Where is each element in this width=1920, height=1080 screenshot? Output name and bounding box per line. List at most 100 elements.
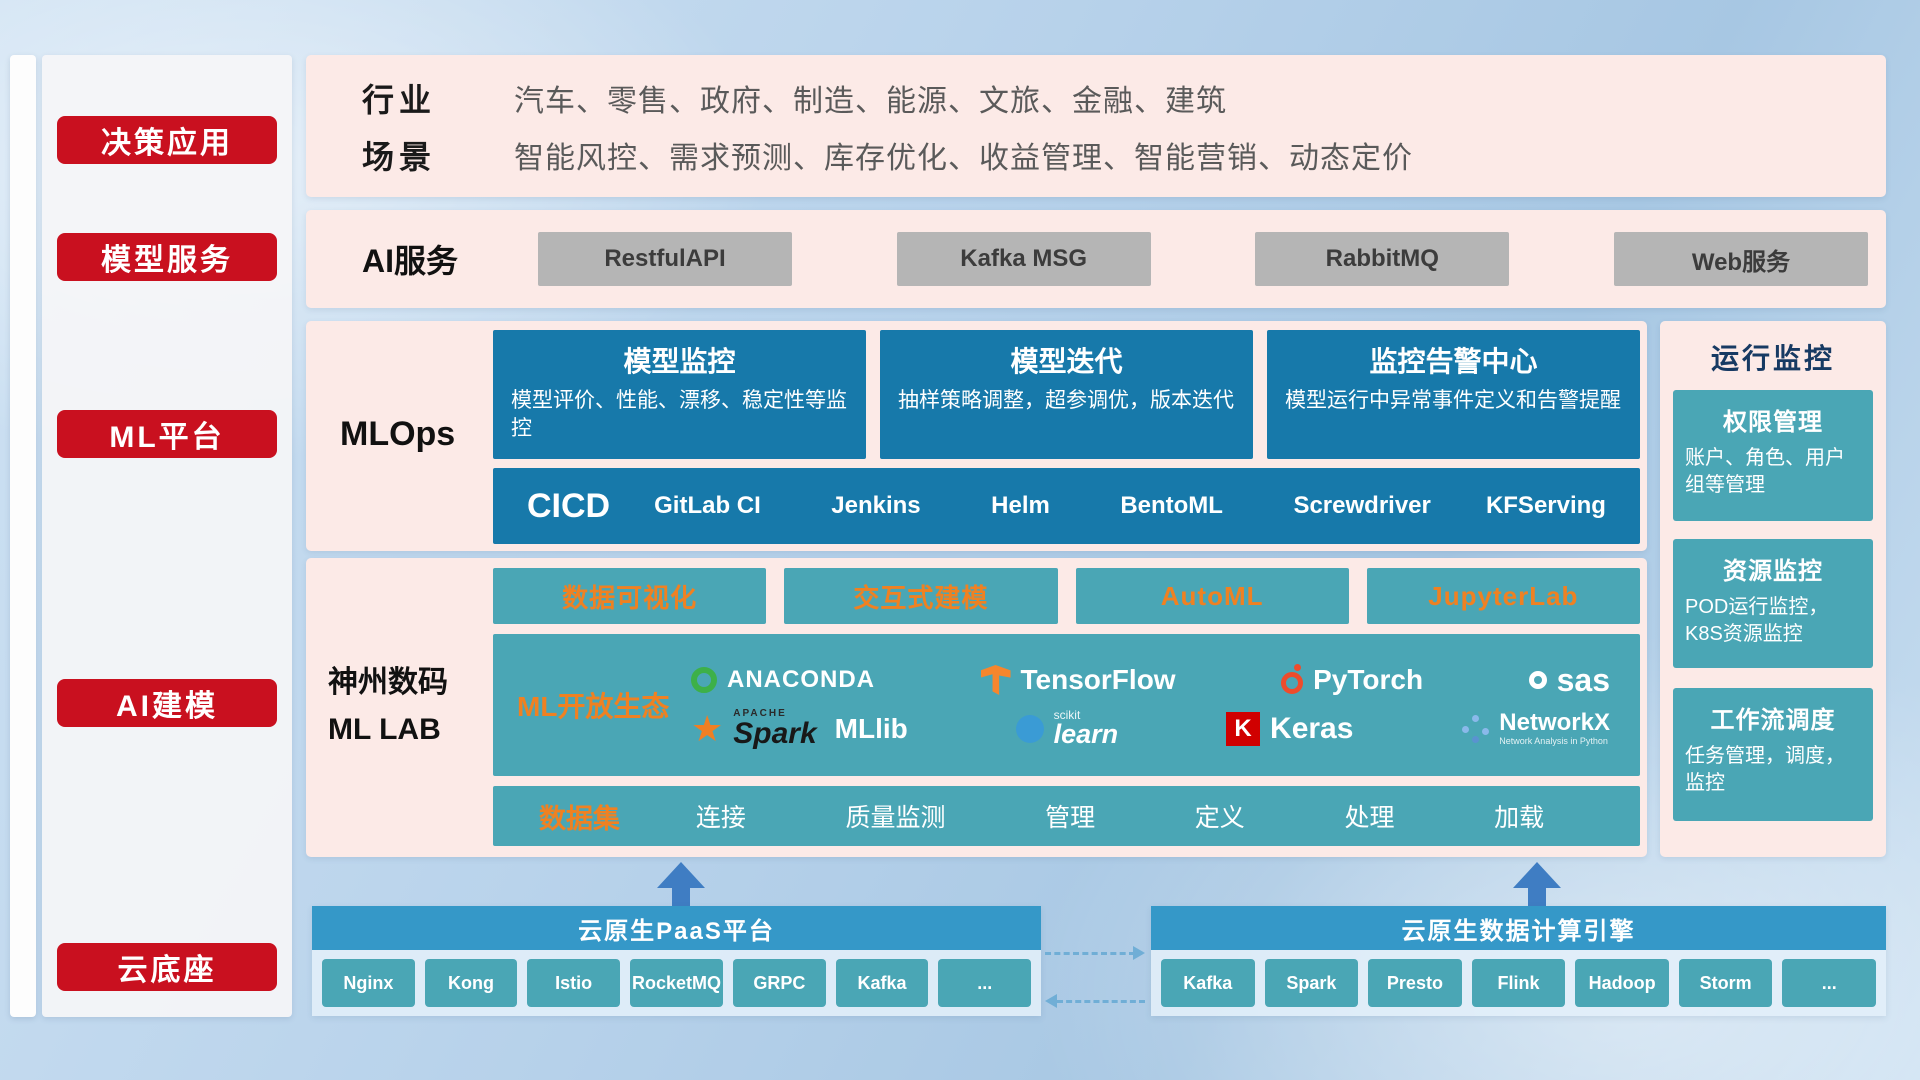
ecosystem-logos: ANACONDA TensorFlow PyTorch sas <box>685 662 1616 749</box>
ai-service-rabbitmq: RabbitMQ <box>1255 232 1510 286</box>
cicd-screwdriver: Screwdriver <box>1293 491 1431 519</box>
mlops-card-model-iteration: 模型迭代 抽样策略调整，超参调优，版本迭代 <box>880 330 1253 459</box>
mllab-label: 神州数码 ML LAB <box>328 660 448 753</box>
card-title: 工作流调度 <box>1710 707 1836 734</box>
scikit-learn-icon <box>1015 714 1044 743</box>
keras-text: Keras <box>1270 711 1354 745</box>
monitor-card-permission: 权限管理 账户、角色、用户组等管理 <box>1673 390 1873 521</box>
mllab-label-line1: 神州数码 <box>328 666 448 699</box>
card-title: 监控告警中心 <box>1369 346 1538 377</box>
dataset-load: 加载 <box>1494 804 1545 832</box>
paas-kafka: Kafka <box>835 959 929 1007</box>
sas-icon <box>1528 671 1547 689</box>
logo-row-bottom: ★ APACHE Spark MLlib scikit learn <box>685 707 1616 750</box>
dashed-arrow-left-line <box>1057 1000 1145 1003</box>
sidebar-item-ai-modeling: AI建模 <box>57 679 277 727</box>
sidebar-item-ml-platform: ML平台 <box>57 410 277 458</box>
up-arrow-left-stem <box>672 886 690 906</box>
scikit-top-text: scikit <box>1053 708 1081 722</box>
cicd-kfserving: KFServing <box>1485 491 1606 519</box>
industry-label: 行业 <box>362 81 437 118</box>
networkx-subtitle: Network Analysis in Python <box>1499 735 1608 746</box>
cicd-bar: CICD GitLab CI Jenkins Helm BentoML Scre… <box>493 468 1640 544</box>
spark-text: Spark <box>733 716 817 750</box>
sas-logo: sas <box>1528 661 1610 699</box>
networkx-text: NetworkX <box>1499 709 1610 737</box>
monitor-card-workflow: 工作流调度 任务管理，调度，监控 <box>1673 688 1873 821</box>
dataset-quality: 质量监测 <box>845 804 946 832</box>
scikit-learn-logo: scikit learn <box>1015 708 1119 749</box>
paas-rocketmq: RocketMQ <box>630 959 724 1007</box>
dataset-bar: 数据集 连接 质量监测 管理 定义 处理 加载 <box>493 786 1640 846</box>
sidebar-item-cloud-base: 云底座 <box>57 943 277 991</box>
sas-text: sas <box>1556 661 1610 698</box>
dataset-define: 定义 <box>1194 804 1245 832</box>
networkx-icon <box>1461 714 1489 744</box>
scene-row: 场景 智能风控、需求预测、库存优化、收益管理、智能营销、动态定价 <box>362 132 1856 178</box>
mlops-panel: MLOps 模型监控 模型评价、性能、漂移、稳定性等监控 模型迭代 抽样策略调整… <box>306 321 1647 551</box>
dataset-connect: 连接 <box>695 804 746 832</box>
pytorch-icon <box>1281 664 1304 694</box>
mllab-label-line2: ML LAB <box>328 712 441 746</box>
engine-storm: Storm <box>1678 959 1773 1007</box>
data-engine-title: 云原生数据计算引擎 <box>1151 906 1886 950</box>
left-edge-strip <box>10 55 36 1017</box>
mlops-card-model-monitoring: 模型监控 模型评价、性能、漂移、稳定性等监控 <box>493 330 866 459</box>
dashed-arrow-right-line <box>1045 952 1135 955</box>
tensorflow-logo: TensorFlow <box>980 664 1176 696</box>
spark-mllib-logo: ★ APACHE Spark MLlib <box>691 707 908 750</box>
up-arrow-right <box>1513 862 1561 888</box>
pytorch-text: PyTorch <box>1313 664 1424 695</box>
cicd-label: CICD <box>527 486 611 525</box>
sidebar-item-model-service: 模型服务 <box>57 233 277 281</box>
paas-platform-section: 云原生PaaS平台 Nginx Kong Istio RocketMQ GRPC… <box>312 906 1041 1016</box>
industry-scene-panel: 行业 汽车、零售、政府、制造、能源、文旅、金融、建筑 场景 智能风控、需求预测、… <box>306 55 1886 197</box>
eco-label: ML开放生态 <box>517 691 670 722</box>
cicd-items: GitLab CI Jenkins Helm BentoML Screwdriv… <box>654 491 1606 520</box>
engine-hadoop: Hadoop <box>1575 959 1669 1007</box>
tool-automl: AutoML <box>1075 568 1349 624</box>
card-desc: 模型运行中异常事件定义和告警提醒 <box>1285 389 1621 412</box>
engine-kafka: Kafka <box>1161 959 1255 1007</box>
dashed-arrow-right-head <box>1133 946 1145 960</box>
scene-list: 智能风控、需求预测、库存优化、收益管理、智能营销、动态定价 <box>514 141 1413 175</box>
ai-service-kafka-msg: Kafka MSG <box>896 232 1151 286</box>
card-title: 资源监控 <box>1723 558 1823 585</box>
spark-apache-text: APACHE <box>733 707 787 719</box>
card-title: 权限管理 <box>1723 409 1823 436</box>
sidebar-item-decision-application: 决策应用 <box>57 116 277 164</box>
engine-spark: Spark <box>1264 959 1359 1007</box>
card-desc: POD运行监控，K8S资源监控 <box>1685 596 1829 645</box>
ai-service-web: Web服务 <box>1613 232 1868 286</box>
dataset-items: 连接 质量监测 管理 定义 处理 加载 <box>646 798 1594 834</box>
scene-label: 场景 <box>362 138 437 175</box>
tool-jupyterlab: JupyterLab <box>1366 568 1640 624</box>
engine-more: ... <box>1782 959 1877 1007</box>
tool-data-visualization: 数据可视化 <box>493 568 767 624</box>
card-desc: 任务管理，调度，监控 <box>1685 745 1845 794</box>
mllab-panel: 神州数码 ML LAB 数据可视化 交互式建模 AutoML JupyterLa… <box>306 558 1647 857</box>
ai-service-panel: AI服务 RestfulAPI Kafka MSG RabbitMQ Web服务 <box>306 210 1886 308</box>
anaconda-text: ANACONDA <box>727 666 875 693</box>
keras-logo: K Keras <box>1226 711 1354 746</box>
anaconda-icon <box>691 667 717 693</box>
dataset-label: 数据集 <box>539 803 620 834</box>
dataset-process: 处理 <box>1344 804 1395 832</box>
monitor-card-resource: 资源监控 POD运行监控，K8S资源监控 <box>1673 539 1873 668</box>
mlops-label: MLOps <box>340 415 456 453</box>
logo-row-top: ANACONDA TensorFlow PyTorch sas <box>685 662 1616 699</box>
runtime-monitor-panel: 运行监控 权限管理 账户、角色、用户组等管理 资源监控 POD运行监控，K8S资… <box>1660 321 1886 857</box>
paas-kong: Kong <box>424 959 518 1007</box>
networkx-text-stack: NetworkX Network Analysis in Python <box>1499 709 1610 746</box>
paas-platform-title: 云原生PaaS平台 <box>312 906 1041 950</box>
mlops-cards: 模型监控 模型评价、性能、漂移、稳定性等监控 模型迭代 抽样策略调整，超参调优，… <box>493 330 1640 459</box>
anaconda-logo: ANACONDA <box>691 666 875 694</box>
scikit-learn-text: learn <box>1053 719 1119 749</box>
ai-service-restfulapi: RestfulAPI <box>538 232 792 286</box>
mllib-text: MLlib <box>834 712 908 744</box>
layer-sidebar: 决策应用 模型服务 ML平台 AI建模 云底座 <box>42 55 292 1017</box>
up-arrow-left <box>657 862 705 888</box>
cicd-helm: Helm <box>991 491 1050 519</box>
mllab-tools: 数据可视化 交互式建模 AutoML JupyterLab <box>493 568 1640 624</box>
dataset-manage: 管理 <box>1045 804 1096 832</box>
